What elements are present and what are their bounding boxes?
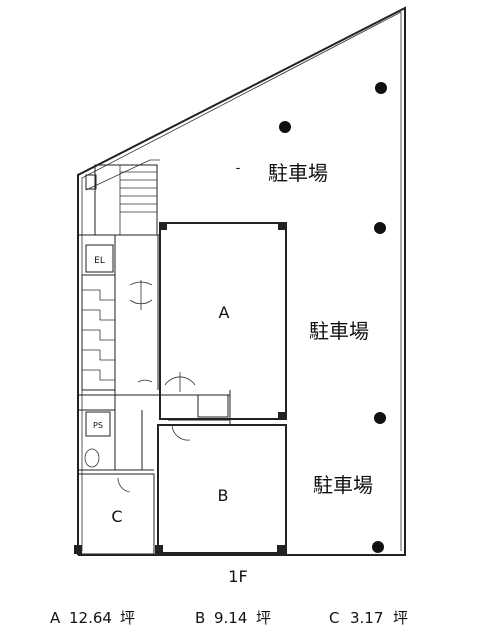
parking-label-top: 駐車場 [268,161,328,185]
unit-b-room [155,424,287,554]
parking-prefix-mark: - [236,160,241,176]
parking-columns [279,82,387,553]
ps-label: PS [93,421,103,430]
floor-label: 1F [228,567,247,586]
core-stair [81,274,116,391]
unit-b-label: B [218,486,229,505]
area-c-value: 3.17 [350,609,383,627]
area-a-value: 12.64 [69,609,112,627]
unit-c-label: C [111,507,122,526]
elevator-label: EL [94,256,105,266]
core-walls [78,234,231,471]
area-b-letter: B [195,609,205,627]
area-b-value: 9.14 [214,609,247,627]
parking-label-middle: 駐車場 [309,319,369,343]
elevator: EL [85,244,114,273]
pipe-space: PS [84,411,111,468]
doors [117,280,196,493]
unit-a-room [159,222,287,420]
area-b-unit: 坪 [256,609,271,627]
unit-c-room [74,473,155,555]
area-a-unit: 坪 [120,609,135,627]
parking-label-bottom: 駐車場 [313,473,373,497]
unit-a-label: A [219,303,230,322]
area-a-letter: A [50,609,61,627]
area-c-unit: 坪 [393,609,408,627]
area-summary: A 12.64 坪 B 9.14 坪 C 3.17 坪 [50,609,408,627]
area-c-letter: C [329,609,339,627]
entrance-stair [85,164,158,236]
